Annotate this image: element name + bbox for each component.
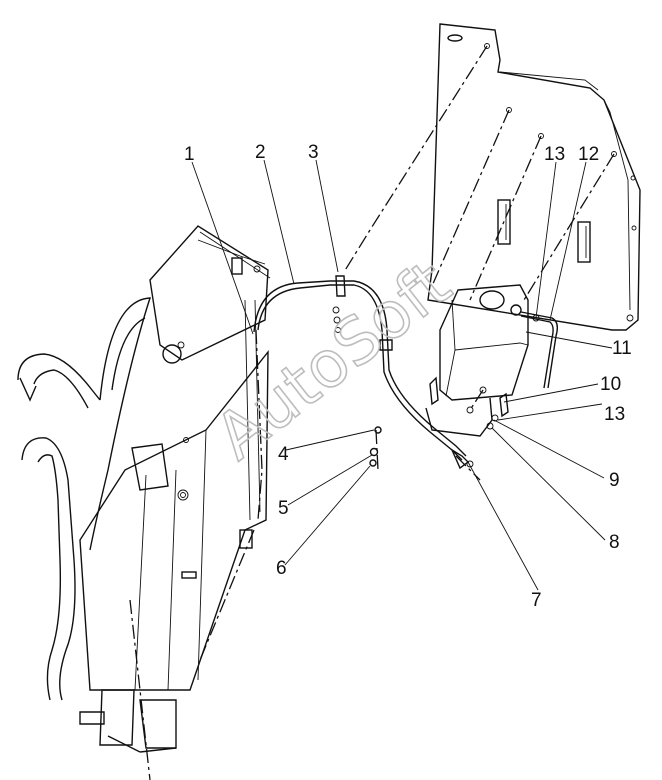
expansion-tank bbox=[425, 284, 559, 437]
fastener-set bbox=[369, 426, 382, 467]
callout-2: 2 bbox=[255, 142, 266, 163]
callout-5: 5 bbox=[278, 498, 289, 519]
callout-13-lower: 13 bbox=[604, 404, 625, 425]
callout-11: 11 bbox=[612, 338, 632, 359]
callout-3: 3 bbox=[308, 142, 319, 163]
callout-7: 7 bbox=[531, 590, 542, 611]
overflow-hose bbox=[253, 275, 474, 470]
callout-4: 4 bbox=[278, 444, 289, 465]
callout-13-upper: 13 bbox=[544, 144, 565, 165]
callout-8: 8 bbox=[609, 532, 620, 553]
callout-1: 1 bbox=[184, 144, 195, 165]
callout-12: 12 bbox=[578, 144, 599, 165]
mounting-bracket-plate bbox=[427, 23, 641, 331]
callout-9: 9 bbox=[609, 470, 620, 491]
callout-6: 6 bbox=[276, 558, 287, 579]
radiator-assembly bbox=[17, 225, 271, 753]
callout-leaders bbox=[191, 159, 613, 591]
callout-10: 10 bbox=[600, 374, 621, 395]
callout-numbers: 1 2 3 4 5 6 7 8 9 10 11 12 13 13 bbox=[184, 142, 632, 611]
